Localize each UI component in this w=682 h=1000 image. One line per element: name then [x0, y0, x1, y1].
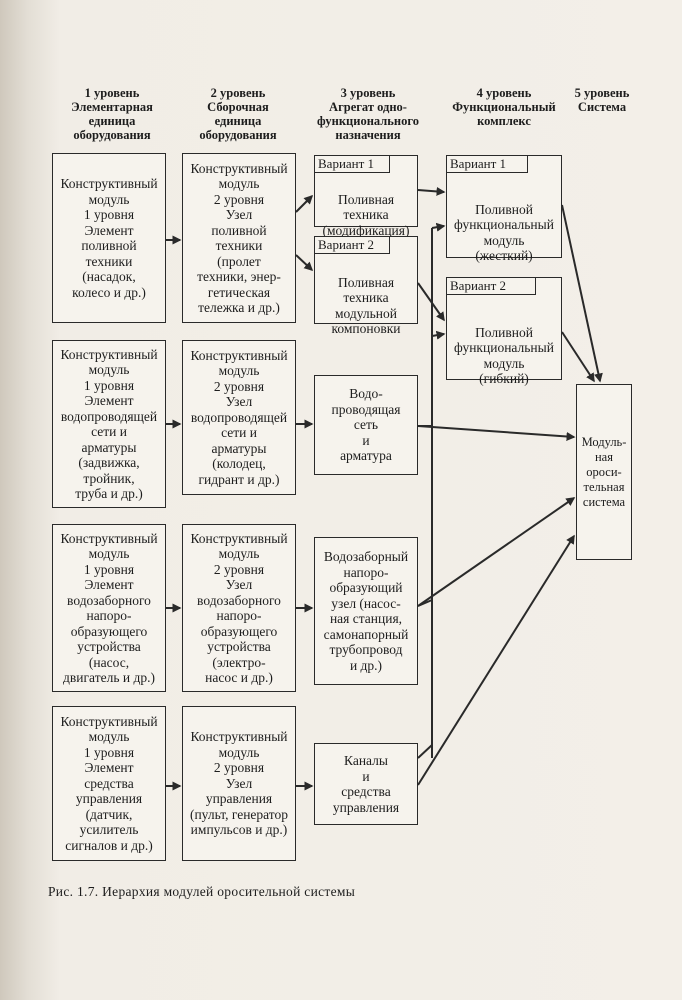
- level3-box-water-network: Водо- проводящая сеть и арматура: [314, 375, 418, 475]
- level4-box-text: Поливной функциональный модуль (жесткий): [454, 201, 554, 264]
- level3-box-text: Водозаборный напоро- образующий узел (на…: [323, 549, 409, 673]
- level1-box-text: Конструктивный модуль 1 уровня Элемент в…: [60, 530, 158, 686]
- level3-variant-2-tag: Вариант 2: [314, 236, 390, 254]
- level2-box-irrigation-unit: Конструктивный модуль 2 уровня Узел поли…: [182, 153, 296, 323]
- level4-variant-1-tag: Вариант 1: [446, 155, 528, 173]
- level2-box-text: Конструктивный модуль 2 уровня Узел поли…: [190, 160, 288, 316]
- level-3-title: 3 уровень Агрегат одно- функционального …: [317, 86, 419, 142]
- level-2-header: 2 уровень Сборочная единица оборудования: [178, 86, 298, 142]
- arrow-l3v1-l4v1: [417, 186, 446, 196]
- level3-variant-1-label: Вариант 1: [318, 156, 375, 171]
- level4-variant-2-label: Вариант 2: [450, 278, 507, 293]
- level2-box-intake-unit: Конструктивный модуль 2 уровня Узел водо…: [182, 524, 296, 692]
- level3-irrigation-modular-text: Поливная техника модульной компоновки: [314, 259, 418, 337]
- level3-box-text: Водо- проводящая сеть и арматура: [331, 386, 401, 464]
- level-2-title: 2 уровень Сборочная единица оборудования: [199, 86, 277, 142]
- level1-box-text: Конструктивный модуль 1 уровня Элемент п…: [60, 176, 158, 300]
- level1-box-text: Конструктивный модуль 1 уровня Элемент в…: [60, 346, 158, 502]
- level2-box-water-network-unit: Конструктивный модуль 2 уровня Узел водо…: [182, 340, 296, 495]
- level1-box-water-network-element: Конструктивный модуль 1 уровня Элемент в…: [52, 340, 166, 508]
- level4-variant-1-label: Вариант 1: [450, 156, 507, 171]
- level4-flexible-module-text: Поливной функциональный модуль (гибкий): [446, 309, 562, 387]
- level1-box-control-element: Конструктивный модуль 1 уровня Элемент с…: [52, 706, 166, 861]
- level3-variant-1-tag: Вариант 1: [314, 155, 390, 173]
- arrow-water-network-l5: [417, 425, 576, 441]
- level2-box-text: Конструктивный модуль 2 уровня Узел водо…: [190, 347, 288, 487]
- level1-box-irrigation-element: Конструктивный модуль 1 уровня Элемент п…: [52, 153, 166, 323]
- level3-irrigation-modification-text: Поливная техника (модификация): [314, 176, 418, 238]
- arrow-l4v1-l5: [561, 204, 603, 383]
- arrow-l2-l3-variant2: [295, 254, 314, 272]
- level-4-title: 4 уровень Функциональный комплекс: [452, 86, 556, 128]
- level-1-header: 1 уровень Элементарная единица оборудова…: [52, 86, 172, 142]
- level3-box-intake-station: Водозаборный напоро- образующий узел (на…: [314, 537, 418, 685]
- level3-box-channels-control: Каналы и средства управления: [314, 743, 418, 825]
- level-4-header: 4 уровень Функциональный комплекс: [440, 86, 568, 128]
- arrow-channels-l5: [417, 534, 575, 786]
- level1-box-text: Конструктивный модуль 1 уровня Элемент с…: [60, 713, 158, 853]
- collector-to-l4v2: [431, 330, 446, 340]
- level4-rigid-module-text: Поливной функциональный модуль (жесткий): [446, 186, 562, 264]
- level4-variant-2-tag: Вариант 2: [446, 277, 536, 295]
- level-1-title: 1 уровень Элементарная единица оборудова…: [71, 86, 153, 142]
- level3-box-text: Поливная техника (модификация): [322, 191, 410, 238]
- arrow-l2-l3-variant1: [295, 194, 314, 213]
- figure-caption: Рис. 1.7. Иерархия модулей оросительной …: [48, 884, 356, 899]
- arrow-intake-l5: [417, 497, 576, 607]
- collector-to-l4v1: [431, 222, 446, 232]
- level3-box-text: Каналы и средства управления: [332, 753, 400, 815]
- level2-box-control-unit: Конструктивный модуль 2 уровня Узел упра…: [182, 706, 296, 861]
- level5-box-irrigation-system: Модуль- ная ороси- тельная система: [576, 384, 632, 560]
- level2-box-text: Конструктивный модуль 2 уровня Узел водо…: [190, 530, 288, 686]
- level4-box-text: Поливной функциональный модуль (гибкий): [454, 324, 554, 387]
- level-3-header: 3 уровень Агрегат одно- функционального …: [308, 86, 428, 142]
- channels-to-collector: [417, 744, 433, 759]
- level1-box-intake-element: Конструктивный модуль 1 уровня Элемент в…: [52, 524, 166, 692]
- level-5-header: 5 уровень Система: [562, 86, 642, 114]
- level3-box-text: Поливная техника модульной компоновки: [331, 274, 401, 337]
- level2-box-text: Конструктивный модуль 2 уровня Узел упра…: [189, 729, 289, 838]
- arrow-l4v2-l5: [561, 331, 595, 383]
- level3-variant-2-label: Вариант 2: [318, 237, 375, 252]
- level5-box-text: Модуль- ная ороси- тельная система: [581, 434, 627, 509]
- level-5-title: 5 уровень Система: [574, 86, 630, 114]
